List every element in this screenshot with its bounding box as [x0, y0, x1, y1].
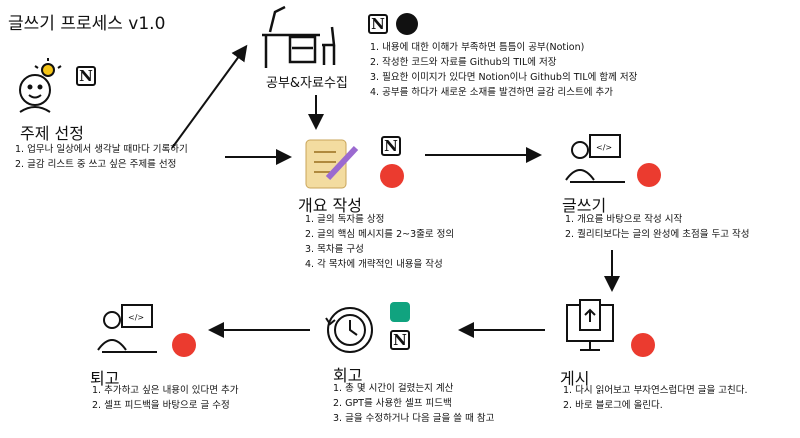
list-item: 2. 글감 리스트 중 쓰고 싶은 주제를 선정 [15, 159, 177, 170]
tistory-logo-icon [380, 164, 404, 188]
list-item: 4. 각 목차에 개략적인 내용을 작성 [305, 259, 443, 270]
step-list-topic: 1. 업무나 일상에서 생각날 때마다 기록하기 2. 글감 리스트 중 쓰고 … [15, 142, 188, 172]
upload-computer-icon [566, 299, 614, 351]
tistory-logo-icon [172, 333, 196, 357]
list-item: 1. 업무나 일상에서 생각날 때마다 기록하기 [15, 144, 188, 155]
diagram-title: 글쓰기 프로세스 v1.0 [8, 14, 166, 34]
idea-person-icon [19, 58, 62, 113]
step-title-write: 글쓰기 [562, 196, 607, 215]
list-item: 2. 바로 블로그에 올린다. [563, 400, 663, 411]
step-list-study: 1. 내용에 대한 이해가 부족하면 틈틈이 공부(Notion) 2. 작성한… [370, 40, 637, 100]
step-list-retro: 1. 총 몇 시간이 걸렸는지 계산 2. GPT를 사용한 셀프 피드백 3.… [333, 381, 494, 426]
tistory-logo-icon [637, 163, 661, 187]
step-title-study: 공부&자료수집 [266, 76, 348, 91]
step-title-outline: 개요 작성 [298, 196, 362, 215]
developer-at-computer-icon: </> [565, 134, 625, 183]
chatgpt-logo-icon [390, 302, 410, 322]
list-item: 1. 총 몇 시간이 걸렸는지 계산 [333, 383, 454, 394]
tistory-logo-icon [631, 333, 655, 357]
list-item: 2. 작성한 코드와 자료를 Github의 TIL에 저장 [370, 57, 557, 68]
list-item: 2. 셀프 피드백을 바탕으로 글 수정 [92, 400, 230, 411]
step-title-topic: 주제 선정 [20, 124, 84, 143]
list-item: 1. 내용에 대한 이해가 부족하면 틈틈이 공부(Notion) [370, 42, 585, 53]
notion-logo-icon: N [390, 330, 410, 350]
step-list-publish: 1. 다시 읽어보고 부자연스럽다면 글을 고친다. 2. 바로 블로그에 올린… [563, 383, 748, 413]
step-title-revise: 퇴고 [90, 369, 120, 388]
step-list-outline: 1. 글의 독자를 상정 2. 글의 핵심 메시지를 2~3줄로 정의 3. 목… [305, 212, 454, 272]
list-item: 2. GPT를 사용한 셀프 피드백 [333, 398, 452, 409]
step-title-retro: 회고 [333, 366, 363, 385]
list-item: 1. 개요를 바탕으로 작성 시작 [565, 214, 683, 225]
developer-at-computer-icon: </> [97, 304, 157, 353]
arrow-topic-to-study [171, 44, 248, 149]
list-item: 2. 퀄리티보다는 글의 완성에 초점을 두고 작성 [565, 229, 750, 240]
history-clock-icon [325, 307, 373, 353]
list-item: 1. 추가하고 싶은 내용이 있다면 추가 [92, 385, 239, 396]
svg-text:</>: </> [128, 313, 144, 322]
github-logo-icon [396, 13, 418, 35]
list-item: 1. 글의 독자를 상정 [305, 214, 385, 225]
notion-logo-icon: N [76, 66, 96, 86]
notion-logo-icon: N [381, 136, 401, 156]
step-title-publish: 게시 [560, 369, 590, 388]
list-item: 3. 필요한 이미지가 있다면 Notion이나 Github의 TIL에 함께… [370, 72, 638, 83]
svg-text:</>: </> [596, 143, 612, 152]
list-item: 3. 목차를 구성 [305, 244, 364, 255]
list-item: 4. 공부를 하다가 새로운 소재를 발견하면 글감 리스트에 추가 [370, 87, 613, 98]
list-item: 1. 다시 읽어보고 부자연스럽다면 글을 고친다. [563, 385, 748, 396]
notion-logo-icon: N [368, 14, 388, 34]
step-list-revise: 1. 추가하고 싶은 내용이 있다면 추가 2. 셀프 피드백을 바탕으로 글 … [92, 383, 239, 413]
step-list-write: 1. 개요를 바탕으로 작성 시작 2. 퀄리티보다는 글의 완성에 초점을 두… [565, 212, 750, 242]
list-item: 3. 글을 수정하거나 다음 글을 쓸 때 참고 [333, 413, 495, 424]
list-item: 2. 글의 핵심 메시지를 2~3줄로 정의 [305, 229, 455, 240]
desk-icon [262, 5, 336, 68]
notepad-pencil-icon [305, 139, 359, 189]
